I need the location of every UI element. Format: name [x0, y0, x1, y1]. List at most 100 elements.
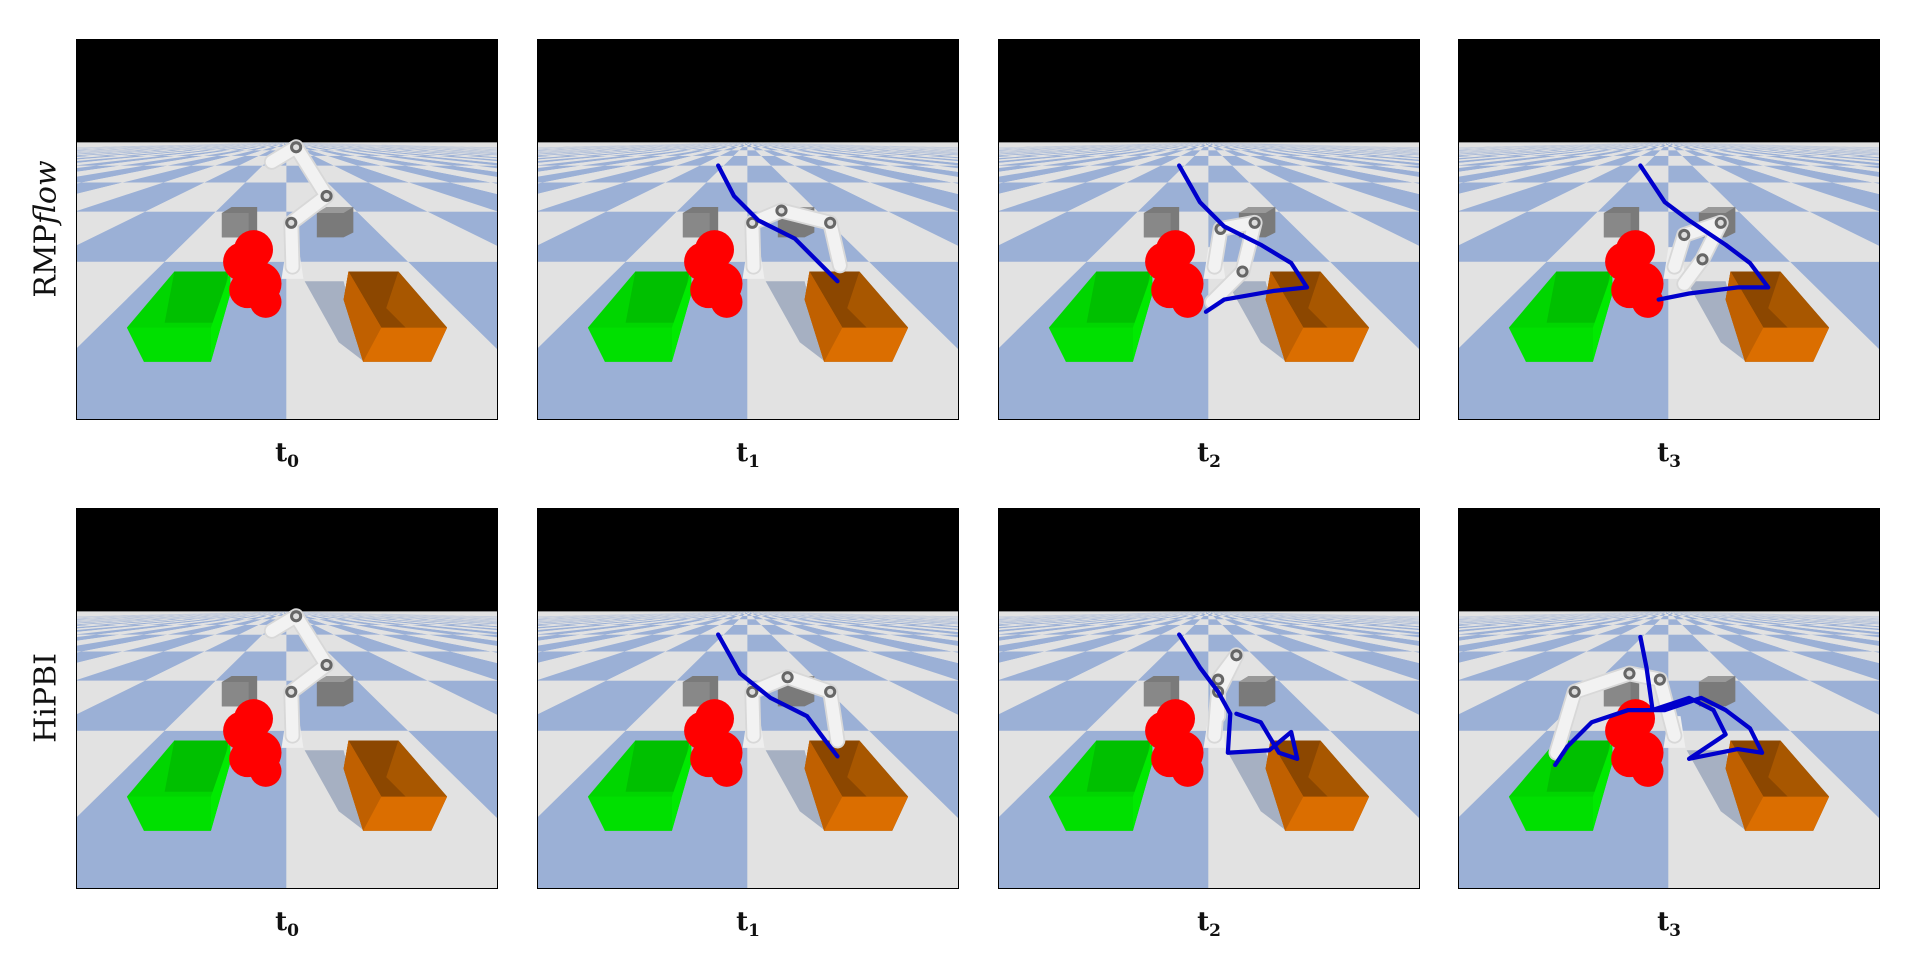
floor-tile: [801, 612, 845, 615]
floor-tile: [1249, 651, 1350, 681]
floor-tile: [150, 615, 213, 620]
floor-tile: [1459, 619, 1501, 622]
floor-tile: [1215, 143, 1223, 144]
floor-tile: [724, 145, 737, 147]
floor-tile: [245, 143, 264, 144]
floor-tile: [766, 143, 783, 146]
floor-tile: [1235, 612, 1257, 613]
floor-tile: [231, 619, 263, 625]
floor-tile: [333, 612, 370, 615]
floor-tile: [1023, 614, 1104, 616]
floor-tile: [1152, 146, 1181, 151]
floor-tile: [1728, 615, 1781, 620]
floor-tile: [800, 143, 842, 146]
floor-tile: [1282, 146, 1345, 151]
red-obstacle: [684, 699, 743, 787]
floor-tile: [1208, 611, 1226, 613]
floor-tile: [306, 143, 325, 146]
floor-tile: [1594, 145, 1629, 147]
floor-tile: [802, 146, 852, 151]
floor-tile: [999, 619, 1089, 625]
floor-tile: [1516, 146, 1586, 151]
floor-tile: [762, 612, 776, 613]
floor-tile: [1229, 145, 1251, 147]
floor-tile: [383, 615, 463, 620]
floor-tile: [1460, 146, 1553, 151]
floor-tile: [1050, 614, 1120, 616]
floor-tile: [1208, 142, 1210, 144]
floor-tile: [486, 619, 497, 620]
floor-tile: [687, 614, 716, 616]
floor-tile: [1304, 624, 1399, 635]
floor-tile: [1580, 615, 1623, 620]
floor-tile: [1700, 145, 1729, 147]
floor-tile: [729, 611, 748, 613]
floor-tile: [1759, 145, 1831, 147]
floor-tile: [1711, 145, 1748, 147]
floor-tile: [542, 165, 653, 183]
floor-tile: [351, 615, 407, 620]
floor-tile: [771, 612, 792, 613]
floor-tile: [1294, 614, 1362, 616]
floor-tile: [1149, 612, 1176, 615]
floor-tile: [1129, 614, 1166, 616]
floor-tile: [1690, 143, 1708, 144]
floor-tile: [772, 143, 793, 144]
floor-tile: [1561, 145, 1610, 147]
floor-tile: [1678, 612, 1688, 613]
floor-tile: [1590, 612, 1625, 615]
floor-tile: [1500, 615, 1576, 620]
floor-tile: [1219, 612, 1230, 615]
floor-tile: [128, 145, 198, 147]
floor-tile: [1304, 150, 1388, 156]
floor-tile: [307, 145, 329, 147]
floor-tile: [267, 614, 279, 616]
floor-tile: [661, 612, 700, 615]
floor-tile: [1757, 145, 1826, 147]
floor-tile: [277, 145, 284, 147]
floor-tile: [1654, 614, 1664, 616]
floor-tile: [1636, 612, 1652, 615]
floor-tile: [1668, 612, 1670, 613]
floor-tile: [763, 143, 778, 144]
floor-tile: [682, 614, 713, 616]
floor-tile: [1203, 145, 1209, 147]
floor-tile: [769, 612, 787, 613]
floor-tile: [736, 611, 748, 613]
floor-tile: [1178, 611, 1209, 613]
floor-tile: [313, 145, 338, 147]
floor-tile: [747, 611, 764, 613]
floor-tile: [1216, 143, 1224, 144]
floor-tile: [739, 612, 745, 615]
floor-tile: [189, 145, 233, 147]
sky: [538, 509, 958, 612]
floor-tile: [1668, 611, 1704, 613]
floor-tile: [1739, 634, 1833, 652]
floor-tile: [714, 614, 732, 616]
floor-tile: [1251, 145, 1288, 147]
floor-tile: [798, 612, 839, 615]
floor-tile: [819, 145, 878, 147]
floor-tile: [398, 619, 493, 625]
floor-tile: [1459, 146, 1544, 150]
floor-tile: [1208, 611, 1221, 613]
floor-tile: [1203, 614, 1209, 616]
floor-tile: [1106, 145, 1152, 147]
floor-tile: [315, 143, 338, 144]
floor-tile: [1183, 611, 1209, 613]
floor-tile: [1627, 143, 1646, 144]
floor-tile: [388, 614, 468, 616]
floor-tile: [777, 612, 801, 613]
floor-tile: [1606, 143, 1635, 146]
floor-tile: [340, 143, 384, 146]
floor-tile: [216, 614, 249, 616]
floor-tile: [316, 143, 341, 146]
floor-tile: [1041, 614, 1115, 616]
floor-tile: [1200, 146, 1209, 151]
floor-tile: [904, 615, 958, 618]
floor-tile: [107, 619, 191, 625]
floor-tile: [747, 612, 751, 615]
floor-tile: [643, 146, 692, 151]
floor-tile: [333, 165, 410, 183]
floor-tile: [1125, 150, 1169, 156]
